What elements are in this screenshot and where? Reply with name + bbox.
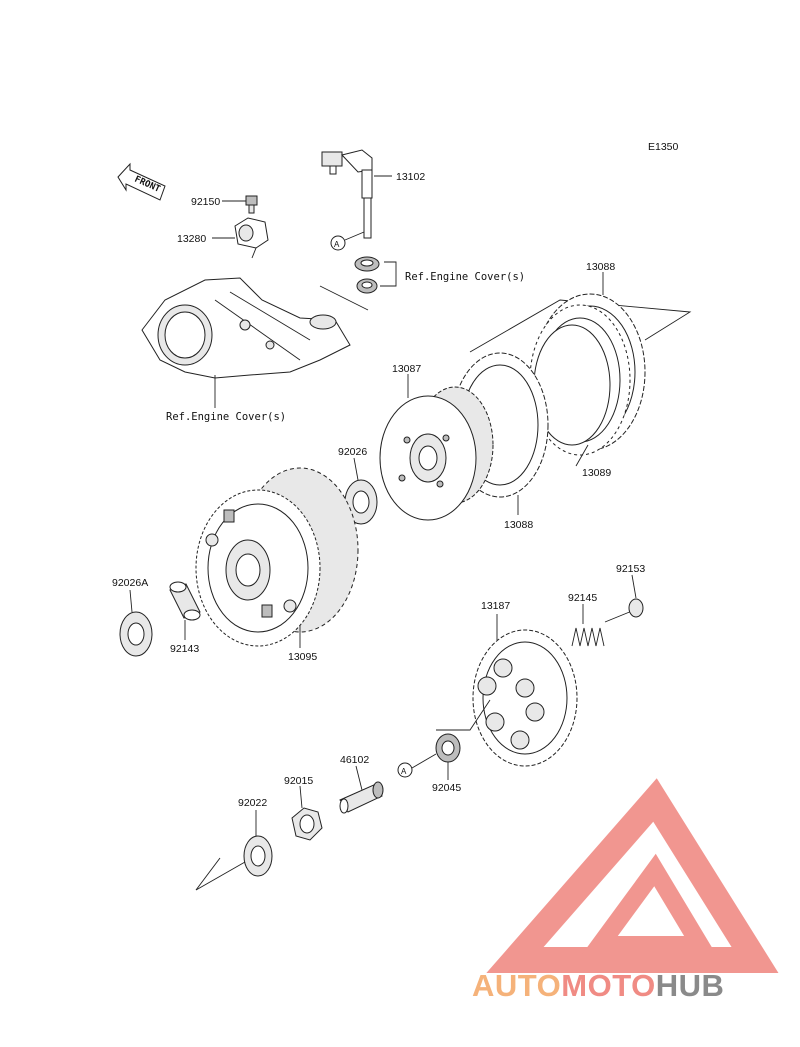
- nut-92015: [291, 785, 323, 841]
- label-13095: 13095: [288, 651, 317, 663]
- front-arrow-icon: FRONT: [117, 162, 166, 201]
- bolt-92153: [604, 574, 644, 623]
- bolt-92150: [222, 195, 258, 214]
- label-92022: 92022: [238, 797, 267, 809]
- pushrod-46102: [339, 765, 384, 814]
- bearing-92045: [411, 733, 461, 780]
- label-13087: 13087: [392, 363, 421, 375]
- label-13280: 13280: [177, 233, 206, 245]
- ref-engine-cover-upper: Ref.Engine Cover(s): [405, 271, 525, 283]
- axis-line-lower-b: [195, 857, 221, 891]
- label-92015: 92015: [284, 775, 313, 787]
- label-13088-top: 13088: [586, 261, 615, 273]
- callout-a-lower: A: [401, 767, 407, 776]
- label-13088-bottom: 13088: [504, 519, 533, 531]
- label-92045: 92045: [432, 782, 461, 794]
- label-92026A: 92026A: [112, 577, 148, 589]
- seal-bearing-pair: [354, 256, 397, 294]
- callout-a-circle: [330, 235, 346, 251]
- watermark-logo: [486, 778, 779, 973]
- axis-line-lower: [195, 861, 246, 891]
- label-46102: 46102: [340, 754, 369, 766]
- label-92150: 92150: [191, 196, 220, 208]
- label-13102: 13102: [396, 171, 425, 183]
- clutch-housing-13095: [195, 467, 359, 648]
- callout-a-circle-lower: [397, 762, 413, 778]
- washer-92022: [243, 810, 273, 877]
- pressure-bracket-line: [436, 699, 491, 731]
- shaft-13102: [321, 149, 392, 241]
- label-92145: 92145: [568, 592, 597, 604]
- clutch-hub-13087: [379, 374, 494, 521]
- label-92143: 92143: [170, 643, 199, 655]
- plates-group-bracket: [469, 299, 692, 353]
- label-13187: 13187: [481, 600, 510, 612]
- engine-cover-fragment: [141, 277, 369, 408]
- bracket-13280: [212, 217, 269, 259]
- pressure-plate-13187: [472, 614, 578, 767]
- watermark-text-auto: AUTOMOTOHUB: [472, 968, 724, 1003]
- label-92026: 92026: [338, 446, 367, 458]
- label-13089: 13089: [582, 467, 611, 479]
- label-92153: 92153: [616, 563, 645, 575]
- callout-a-top: A: [334, 240, 340, 249]
- sleeve-92143: [169, 581, 201, 640]
- steel-plates-13089: [529, 304, 631, 467]
- diagram-code: E1350: [648, 141, 679, 153]
- washer-92026A: [119, 589, 153, 657]
- ref-engine-cover-lower: Ref.Engine Cover(s): [166, 411, 286, 423]
- spring-92145: [571, 604, 605, 647]
